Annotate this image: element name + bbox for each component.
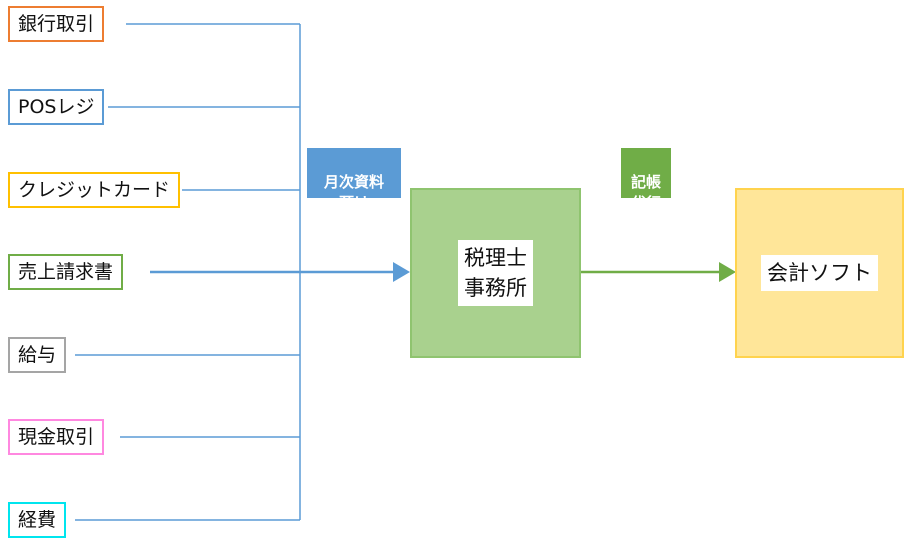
tag-monthly-docs: 月次資料 預け [307, 148, 401, 212]
tag-bookkeeping-text: 記帳 代行 [630, 173, 661, 212]
arrowhead-to-tax-office [393, 262, 410, 282]
tag-bookkeeping: 記帳 代行 [621, 148, 671, 212]
source-cash-label: 現金取引 [18, 426, 95, 448]
source-cash: 現金取引 [8, 419, 105, 455]
accounting-software-label: 会計ソフト [761, 255, 878, 291]
source-invoice-label: 売上請求書 [18, 261, 114, 283]
accounting-software-node: 会計ソフト [735, 188, 904, 358]
source-expense-label: 経費 [18, 509, 57, 531]
tax-office-label: 税理士 事務所 [458, 240, 533, 306]
source-pos-label: POSレジ [18, 96, 95, 118]
source-expense: 経費 [8, 502, 67, 538]
arrowhead-to-accounting-software [719, 262, 736, 282]
source-invoice: 売上請求書 [8, 254, 124, 290]
source-salary: 給与 [8, 337, 67, 373]
source-bank: 銀行取引 [8, 6, 105, 42]
source-credit: クレジットカード [8, 172, 181, 208]
source-salary-label: 給与 [18, 344, 57, 366]
source-bank-label: 銀行取引 [18, 13, 95, 35]
tax-office-node: 税理士 事務所 [410, 188, 581, 358]
tag-monthly-docs-text: 月次資料 預け [323, 173, 384, 212]
source-pos: POSレジ [8, 89, 105, 125]
source-credit-label: クレジットカード [18, 179, 171, 201]
